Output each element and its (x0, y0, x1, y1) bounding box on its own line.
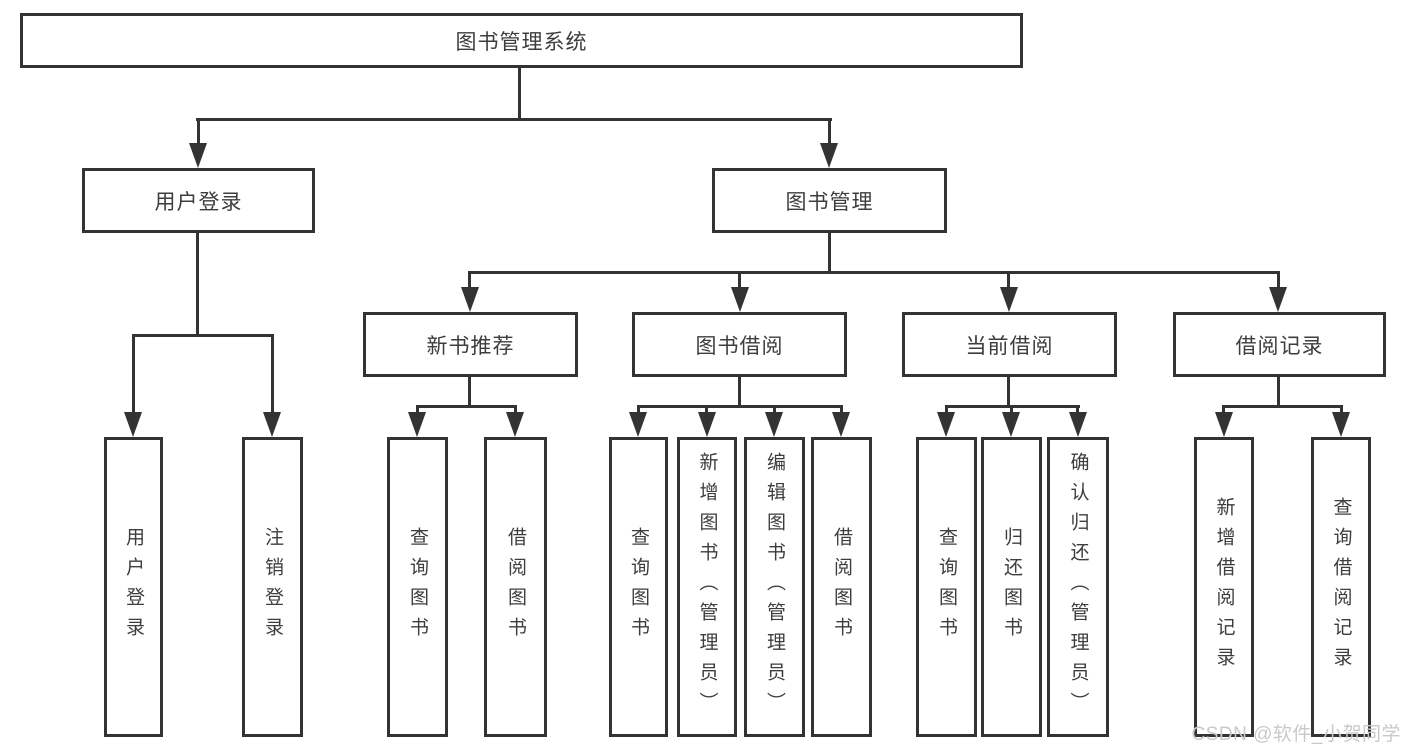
connector-borrow-records-stem (1277, 377, 1280, 408)
arrow-down-icon (698, 412, 716, 437)
arrow-down-icon (629, 412, 647, 437)
node-current-borrow-label: 当前借阅 (965, 334, 1054, 358)
connector-leaf-stem (416, 405, 419, 417)
leaf-label: 查询图书 (936, 527, 957, 647)
node-root: 图书管理系统 (20, 13, 1023, 68)
arrow-down-icon (124, 412, 142, 437)
arrow-down-icon (189, 143, 207, 168)
connector-leaf-stem (1222, 405, 1225, 417)
connector-root-bar (196, 118, 832, 121)
connector-leaf-stem (773, 405, 776, 417)
node-new-book-recommend: 新书推荐 (363, 312, 578, 377)
connector-leaf-stem (945, 405, 948, 417)
connector-book-borrow-bar (637, 405, 843, 408)
node-book-borrow-label: 图书借阅 (695, 334, 784, 358)
leaf-label: 确认归还（管理员） (1067, 452, 1089, 722)
connector-leaf-stem (514, 405, 517, 417)
leaf-label: 注销登录 (262, 527, 283, 647)
arrow-down-icon (1215, 412, 1233, 437)
node-leaf-borrow-books-recommend: 借阅图书 (484, 437, 547, 737)
connector-leaf-stem (1010, 405, 1013, 417)
connector-leaf-stem (705, 405, 708, 417)
csdn-watermark: CSDN @软件_小贺同学 (1191, 724, 1401, 745)
node-user-login-label: 用户登录 (154, 190, 243, 214)
connector-root-to-user-login (197, 118, 200, 148)
node-leaf-edit-books-admin: 编辑图书（管理员） (744, 437, 805, 737)
connector-to-new-book-recommend (468, 271, 471, 291)
leaf-label: 查询图书 (407, 527, 428, 647)
node-new-book-recommend-label: 新书推荐 (426, 334, 515, 358)
node-leaf-logout: 注销登录 (242, 437, 303, 737)
arrow-down-icon (820, 143, 838, 168)
node-book-mgmt: 图书管理 (712, 168, 947, 233)
node-leaf-add-borrow-record: 新增借阅记录 (1194, 437, 1254, 737)
arrow-down-icon (1002, 412, 1020, 437)
leaf-label: 编辑图书（管理员） (764, 452, 785, 722)
node-book-mgmt-label: 图书管理 (785, 190, 874, 214)
connector-leaf-stem (840, 405, 843, 417)
connector-root-stem (518, 68, 521, 118)
leaf-label: 归还图书 (1001, 527, 1022, 647)
arrow-down-icon (1000, 287, 1018, 312)
node-current-borrow: 当前借阅 (902, 312, 1117, 377)
arrow-down-icon (506, 412, 524, 437)
node-borrow-records-label: 借阅记录 (1235, 334, 1324, 358)
leaf-label: 新增图书（管理员） (696, 452, 718, 722)
connector-to-leaf-logout (271, 334, 274, 416)
arrow-down-icon (461, 287, 479, 312)
node-leaf-return-books: 归还图书 (981, 437, 1042, 737)
connector-leaf-stem (1076, 405, 1079, 417)
node-leaf-query-books-borrow: 查询图书 (609, 437, 668, 737)
node-leaf-query-borrow-record: 查询借阅记录 (1311, 437, 1371, 737)
leaf-label: 新增借阅记录 (1213, 497, 1235, 677)
node-leaf-user-login: 用户登录 (104, 437, 163, 737)
connector-borrow-records-bar (1222, 405, 1343, 408)
leaf-label: 用户登录 (123, 527, 144, 647)
arrow-down-icon (263, 412, 281, 437)
connector-leaf-stem (1340, 405, 1343, 417)
connector-book-mgmt-stem (828, 233, 831, 274)
connector-user-login-stem (196, 233, 199, 337)
leaf-label: 借阅图书 (831, 527, 852, 647)
node-user-login: 用户登录 (82, 168, 315, 233)
connector-to-current-borrow (1007, 271, 1010, 291)
arrow-down-icon (408, 412, 426, 437)
node-borrow-records: 借阅记录 (1173, 312, 1386, 377)
node-leaf-query-books-current: 查询图书 (916, 437, 977, 737)
connector-book-mgmt-bar (468, 271, 1280, 274)
node-root-label: 图书管理系统 (455, 30, 588, 54)
connector-new-book-recommend-bar (416, 405, 517, 408)
connector-root-to-book-mgmt (828, 118, 831, 148)
connector-book-borrow-stem (738, 377, 741, 408)
arrow-down-icon (765, 412, 783, 437)
arrow-down-icon (832, 412, 850, 437)
node-leaf-add-books-admin: 新增图书（管理员） (677, 437, 737, 737)
node-leaf-confirm-return-admin: 确认归还（管理员） (1047, 437, 1109, 737)
arrow-down-icon (1069, 412, 1087, 437)
leaf-label: 查询借阅记录 (1330, 497, 1352, 677)
connector-to-leaf-user-login (132, 334, 135, 416)
connector-leaf-stem (637, 405, 640, 417)
connector-current-borrow-stem (1007, 377, 1010, 408)
arrow-down-icon (731, 287, 749, 312)
arrow-down-icon (1332, 412, 1350, 437)
connector-user-login-bar (132, 334, 274, 337)
node-book-borrow: 图书借阅 (632, 312, 847, 377)
node-leaf-borrow-books: 借阅图书 (811, 437, 872, 737)
leaf-label: 查询图书 (628, 527, 649, 647)
arrow-down-icon (937, 412, 955, 437)
connector-new-book-recommend-stem (468, 377, 471, 408)
node-leaf-query-books-recommend: 查询图书 (387, 437, 448, 737)
arrow-down-icon (1269, 287, 1287, 312)
connector-to-borrow-records (1277, 271, 1280, 291)
connector-to-book-borrow (738, 271, 741, 291)
leaf-label: 借阅图书 (505, 527, 526, 647)
